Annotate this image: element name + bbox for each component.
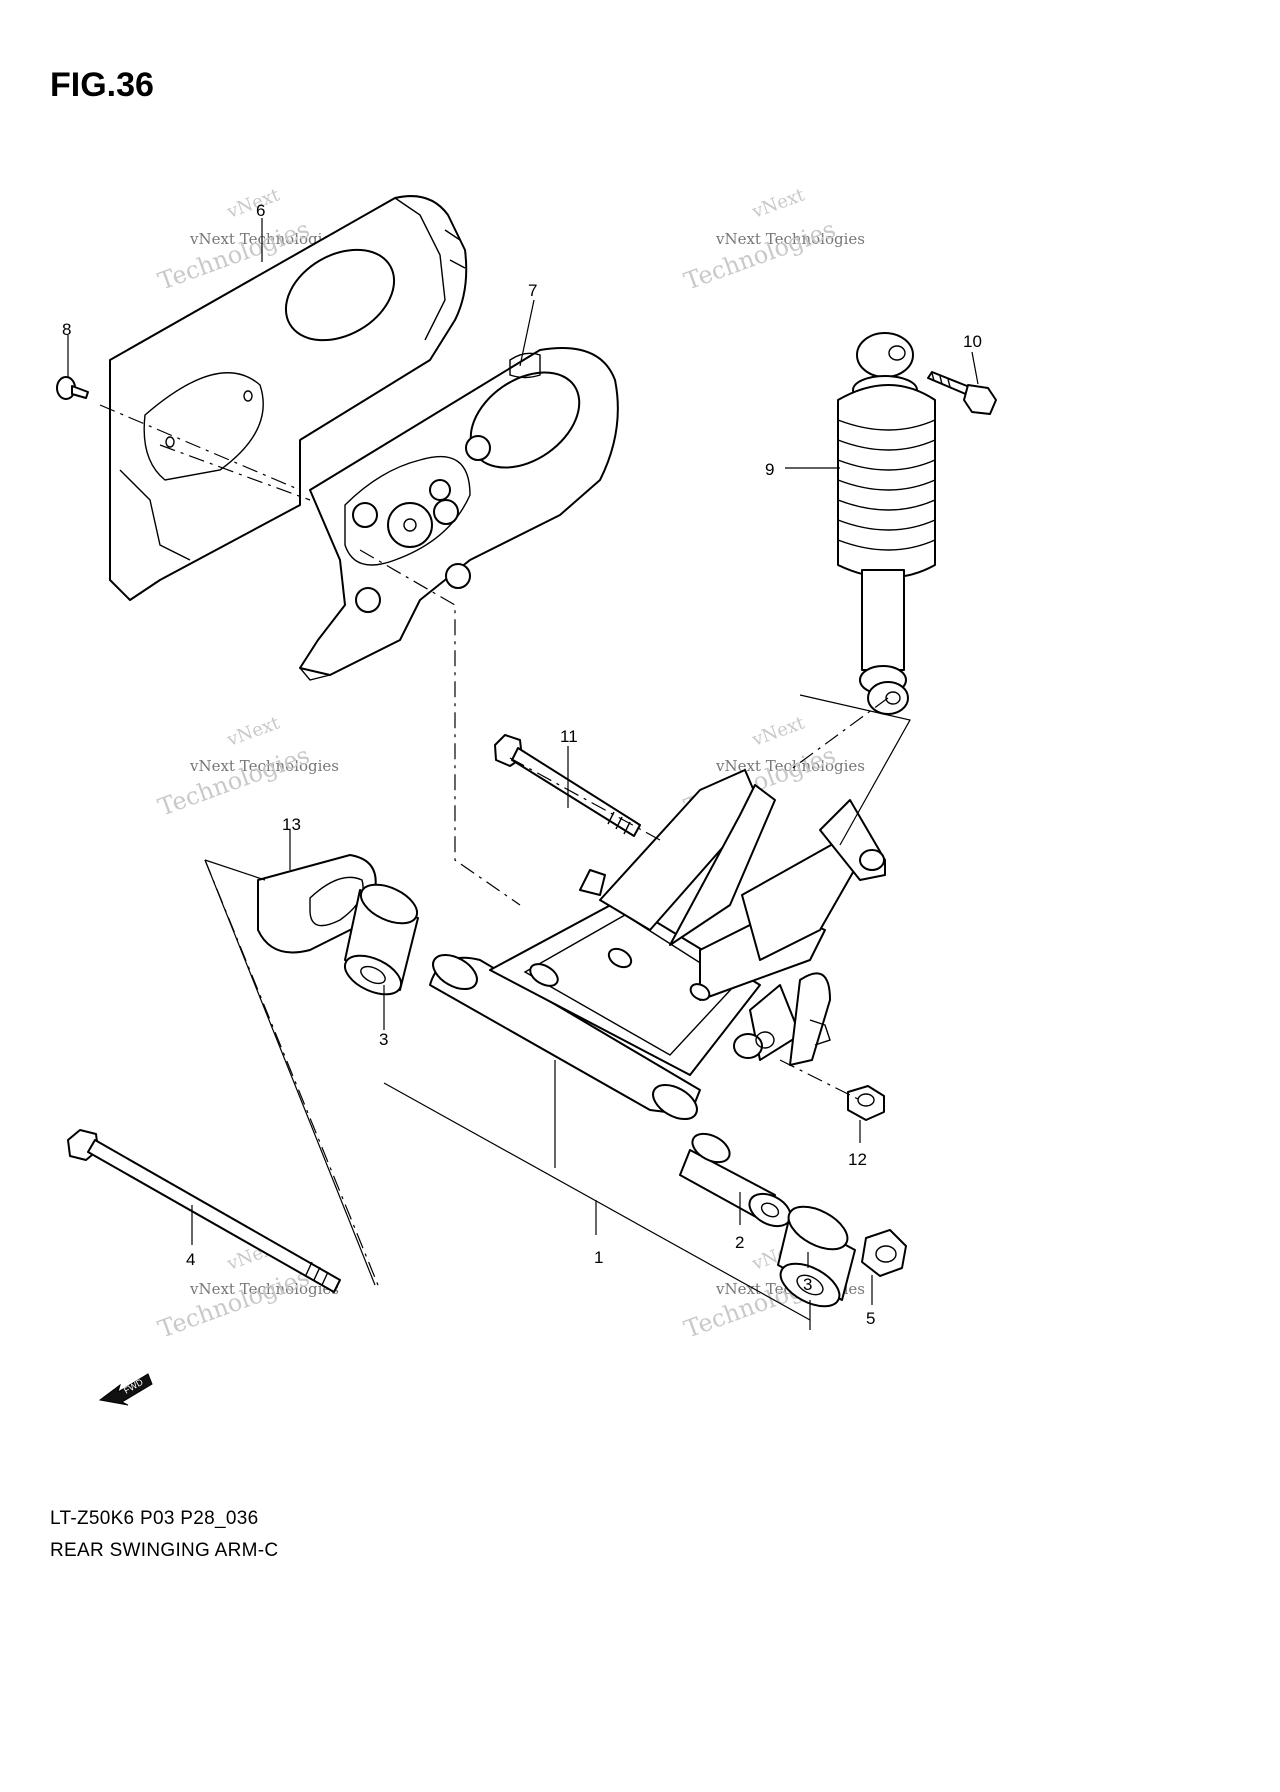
part-6-outer-chain-cover [109,195,468,601]
part-10-bolt [927,371,997,415]
callout-labels: 1 2 3 3 4 5 6 7 8 9 10 11 12 13 [62,201,982,1328]
callout-1: 1 [594,1248,603,1267]
part-9-rear-shock-absorber [837,332,936,715]
watermark-top-right: vNext vNext Technologies Technologies [680,184,865,295]
svg-text:vNext: vNext [224,712,284,751]
fwd-arrow-icon: FWD [98,1373,153,1406]
part-5-nut [861,1229,907,1277]
callout-9: 9 [765,460,774,479]
part-7-inner-chain-case [299,347,619,681]
svg-text:vNext: vNext [224,184,284,223]
callout-3b: 3 [803,1275,812,1294]
callout-11: 11 [560,727,578,746]
section-name: REAR SWINGING ARM-C [50,1540,279,1561]
svg-text:Technologies: Technologies [154,1263,313,1344]
svg-text:vNext Technologies: vNext Technologies [715,230,865,248]
part-1-swing-arm [429,769,886,1121]
callout-13: 13 [282,815,301,834]
callout-4: 4 [186,1250,195,1269]
svg-text:vNext Technologies: vNext Technologies [189,1280,339,1298]
group-bracket-lines [204,694,911,1330]
part-3-bushing-left [343,883,419,996]
part-12-nut [847,1085,885,1121]
callout-10: 10 [963,332,982,351]
model-code: LT-Z50K6 P03 P28_036 [50,1508,259,1529]
callout-12: 12 [848,1150,867,1169]
part-11-long-bolt [494,734,641,837]
callout-8: 8 [62,320,71,339]
callout-5: 5 [866,1309,875,1328]
svg-text:Technologies: Technologies [680,215,839,296]
svg-text:Technologies: Technologies [154,741,313,822]
part-8-screw [56,376,89,400]
watermark-mid-left: vNext vNext Technologies Technologies [154,712,339,821]
svg-text:vNext: vNext [749,712,809,751]
callout-2: 2 [735,1233,744,1252]
svg-text:vNext Technologies: vNext Technologies [715,757,865,775]
figure-title: FIG.36 [50,66,154,104]
part-2-collar [679,1132,792,1228]
svg-text:vNext: vNext [749,184,809,223]
svg-text:vNext Technologies: vNext Technologies [189,757,339,775]
callout-3a: 3 [379,1030,388,1049]
leader-lines [67,218,979,1305]
part-4-pivot-bolt [67,1129,341,1293]
callout-6: 6 [256,201,265,220]
watermark-bottom-left: vNext vNext Technologies Technologies [154,1236,339,1343]
callout-7: 7 [528,281,537,300]
part-3-bushing-right [777,1205,856,1308]
svg-text:vNext Technologies: vNext Technologies [189,230,339,248]
